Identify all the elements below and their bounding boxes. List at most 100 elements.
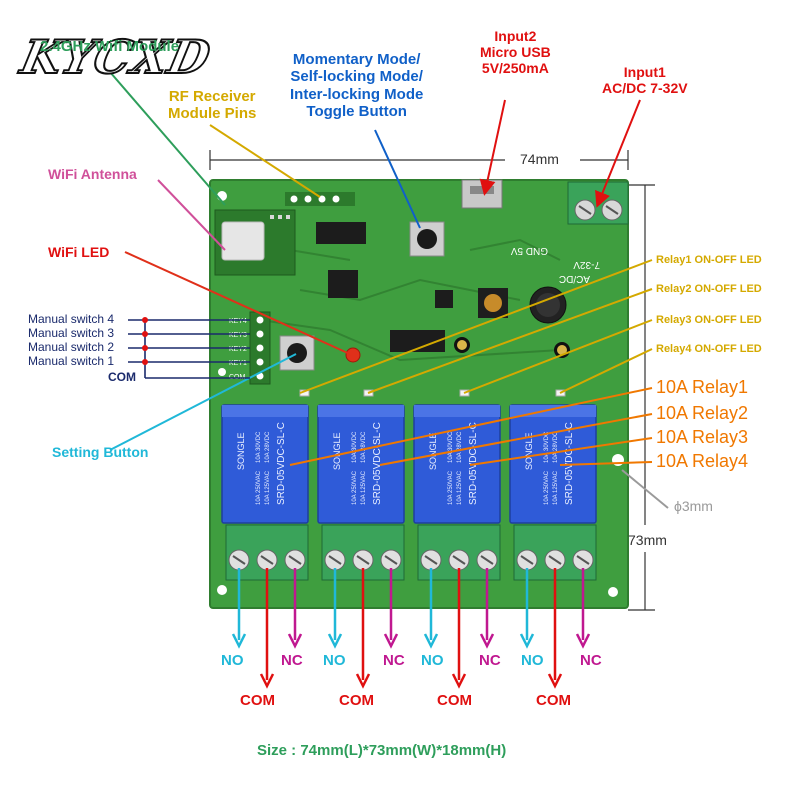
relay-2-rating: 10A 30VDC (352, 431, 358, 463)
relay2-nc-label: NC (383, 652, 405, 669)
terminal-screw-slot (576, 555, 590, 565)
relay1-nc-label: NC (281, 652, 303, 669)
relay2-com-label: COM (339, 692, 374, 709)
relay-2-top (318, 405, 404, 417)
no-arrowhead (423, 633, 439, 649)
mode-button-line-3: Inter-locking Mode (290, 85, 424, 103)
relay2-label: 10A Relay2 (656, 403, 749, 423)
relay-1-rating: 10A 30VDC (256, 431, 262, 463)
terminal-screw-slot (480, 555, 494, 565)
no-arrowhead (231, 633, 247, 649)
key3-silk: KEY3 (229, 332, 247, 339)
terminal-screw-slot (452, 555, 466, 565)
relay-2-rating: 10A 125VAC (361, 470, 367, 505)
nc-arrowhead (575, 633, 591, 649)
no-arrowhead (519, 633, 535, 649)
mode-button-label: Momentary Mode/ Self-locking Mode/ Inter… (290, 51, 423, 120)
relay-3-brand: SONGLE (428, 432, 438, 470)
input-terminal-block[interactable] (567, 181, 629, 225)
relay1-label: 10A Relay1 (656, 377, 749, 397)
relay4-label: 10A Relay4 (656, 451, 749, 471)
terminal-screw-slot (520, 555, 534, 565)
setting-button[interactable] (279, 335, 315, 371)
terminal-screw-slot (424, 555, 438, 565)
relay-2-model: SRD-05VDC-SL-C (372, 422, 383, 505)
manual-switch-4-label: Manual switch 4 (28, 312, 115, 326)
relay-1-top (222, 405, 308, 417)
relay-4-rating: 10A 125VAC (553, 470, 559, 505)
com-arrowhead (451, 673, 467, 689)
terminal-screw-slot (288, 555, 302, 565)
relay1-no-label: NO (221, 652, 244, 669)
input2-line-1: Input2 (494, 28, 537, 44)
key1-silk: KEY1 (229, 360, 247, 367)
rf-receiver-label: RF Receiver Module Pins (168, 88, 256, 123)
wifi-module-label: 2.4GHz Wifi Module (40, 38, 180, 55)
dimension-lines (209, 150, 655, 611)
key4-silk: KEY4 (229, 318, 247, 325)
hole-dimension: ϕ3mm (674, 498, 713, 514)
micro-usb-port[interactable] (461, 179, 503, 209)
height-dimension: 73mm (628, 532, 667, 548)
terminal-screw-slot (384, 555, 398, 565)
key2-silk: KEY2 (229, 346, 247, 353)
relay-3-top (414, 405, 500, 417)
com-arrowhead (547, 673, 563, 689)
relay-1-rating: 10A 125VAC (265, 470, 271, 505)
relay2-led-label: Relay2 ON-OFF LED (656, 283, 762, 295)
relay-4-rating: 10A 28VDC (553, 431, 559, 463)
power-components (454, 286, 570, 358)
relay4-led-label: Relay4 ON-OFF LED (656, 343, 762, 355)
manual-switch-2-label: Manual switch 2 (28, 340, 115, 354)
setting-button-label: Setting Button (52, 444, 149, 460)
relay-4-rating: 10A 30VDC (544, 431, 550, 463)
rf-receiver-line-1: RF Receiver (168, 88, 256, 105)
terminal-arrows (231, 568, 591, 689)
relay2-no-label: NO (323, 652, 346, 669)
board-usb-silk: GND 5V (510, 245, 548, 256)
relay-2-rating: 10A 250VAC (352, 470, 358, 505)
input2-line-2: Micro USB (480, 44, 551, 61)
terminal-screw-slot (232, 555, 246, 565)
relay1-led-label: Relay1 ON-OFF LED (656, 254, 762, 266)
wifi-led (345, 347, 361, 363)
relay3-nc-label: NC (479, 652, 501, 669)
manual-switch-3-label: Manual switch 3 (28, 326, 115, 340)
relay-4-brand: SONGLE (524, 432, 534, 470)
input1-label: Input1 AC/DC 7-32V (602, 64, 688, 96)
callout-lines (109, 71, 669, 509)
relay-1-brand: SONGLE (236, 432, 246, 470)
mode-button-line-4: Toggle Button (306, 102, 407, 120)
input1-line-2: AC/DC 7-32V (602, 80, 688, 97)
relay4-com-label: COM (536, 692, 571, 709)
wifi-module (214, 209, 296, 276)
nc-arrowhead (479, 633, 495, 649)
relay3-led-label: Relay3 ON-OFF LED (656, 314, 762, 326)
rf-receiver-pins (285, 192, 355, 206)
relay-1-rating: 10A 250VAC (256, 470, 262, 505)
manual-switch-1-label: Manual switch 1 (28, 354, 115, 368)
rf-receiver-line-2: Module Pins (168, 105, 257, 123)
relay-2-brand: SONGLE (332, 432, 342, 470)
relay-2-rating: 10A 28VDC (361, 431, 367, 463)
relay-3-rating: 10A 28VDC (457, 431, 463, 463)
com-arrowhead (259, 673, 275, 689)
no-arrowhead (327, 633, 343, 649)
relay-1-model: SRD-05VDC-SL-C (276, 422, 287, 505)
manual-switch-header[interactable] (249, 311, 271, 385)
terminal-screw-slot (260, 555, 274, 565)
mode-button-line-1: Momentary Mode/ (292, 51, 421, 68)
relay-1-rating: 10A 28VDC (265, 431, 271, 463)
relay4-no-label: NO (521, 652, 544, 669)
relay3-no-label: NO (421, 652, 444, 669)
input2-label: Input2 Micro USB 5V/250mA (480, 28, 551, 76)
mode-button[interactable] (409, 221, 445, 257)
nc-arrowhead (287, 633, 303, 649)
ic-chips (316, 222, 453, 352)
relay-4-model: SRD-05VDC-SL-C (564, 422, 575, 505)
wifi-antenna-label: WiFi Antenna (48, 166, 137, 182)
